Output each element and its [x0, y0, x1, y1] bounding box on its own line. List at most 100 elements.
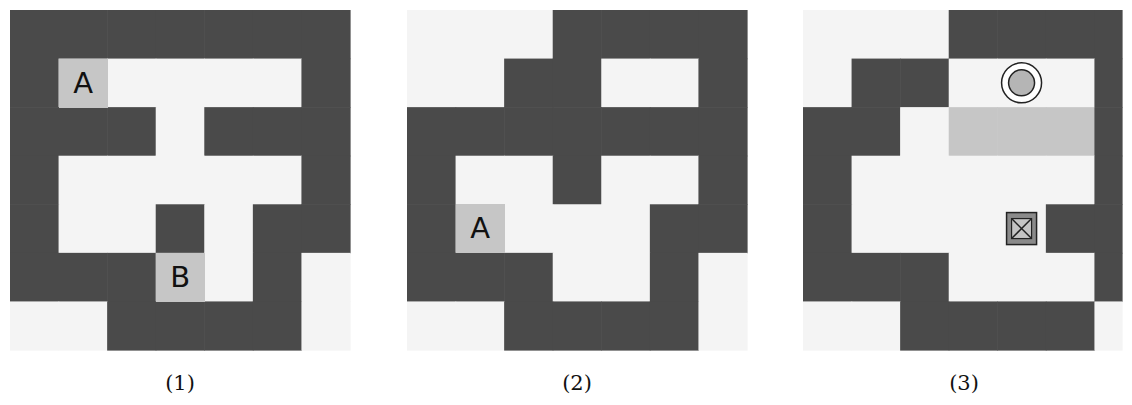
- floor-cell: [204, 253, 253, 302]
- wall-cell: [852, 253, 901, 302]
- wall-cell: [698, 59, 747, 108]
- floor-cell: [504, 204, 553, 253]
- wall-cell: [1094, 204, 1122, 253]
- wall-cell: [852, 59, 901, 108]
- wall-cell: [803, 253, 852, 302]
- floor-cell: [1046, 253, 1095, 302]
- wall-cell: [650, 107, 699, 156]
- wall-cell: [253, 253, 302, 302]
- floor-cell: [10, 301, 59, 350]
- wall-cell: [156, 10, 205, 59]
- floor-cell: [59, 156, 108, 205]
- wall-cell: [601, 107, 650, 156]
- wall-cell: [852, 107, 901, 156]
- floor-cell: [852, 301, 901, 350]
- floor-cell: [456, 156, 505, 205]
- box-frame: [1007, 213, 1037, 245]
- goal-disc: [1009, 70, 1035, 96]
- floor-cell: [803, 59, 852, 108]
- wall-cell: [553, 156, 602, 205]
- wall-cell: [803, 204, 852, 253]
- floor-cell: [949, 253, 998, 302]
- wall-cell: [553, 59, 602, 108]
- wall-cell: [504, 253, 553, 302]
- floor-cell: [601, 204, 650, 253]
- wall-cell: [553, 301, 602, 350]
- floor-cell: [553, 204, 602, 253]
- floor-cell: [900, 10, 949, 59]
- floor-cell: [803, 301, 852, 350]
- panel-caption: (2): [562, 373, 592, 394]
- box-symbol: [1007, 213, 1037, 245]
- floor-cell: [504, 156, 553, 205]
- wall-cell: [301, 204, 350, 253]
- floor-cell: [698, 253, 747, 302]
- wall-cell: [407, 204, 456, 253]
- wall-cell: [456, 107, 505, 156]
- wall-cell: [1094, 156, 1122, 205]
- floor-cell: [156, 156, 205, 205]
- wall-cell: [900, 59, 949, 108]
- wall-cell: [407, 156, 456, 205]
- gray-band-cell: [949, 107, 998, 156]
- floor-cell: [407, 10, 456, 59]
- wall-cell: [1094, 10, 1122, 59]
- marked-cell: A: [456, 204, 505, 253]
- wall-cell: [1094, 253, 1122, 302]
- wall-cell: [997, 301, 1046, 350]
- panel-caption: (3): [949, 373, 979, 394]
- wall-cell: [253, 10, 302, 59]
- marked-cell: B: [156, 253, 205, 302]
- wall-cell: [107, 107, 156, 156]
- wall-cell: [698, 156, 747, 205]
- wall-cell: [10, 253, 59, 302]
- floor-cell: [601, 156, 650, 205]
- wall-cell: [107, 301, 156, 350]
- floor-cell: [900, 204, 949, 253]
- wall-cell: [504, 59, 553, 108]
- floor-cell: [698, 301, 747, 350]
- wall-cell: [1094, 59, 1122, 108]
- wall-cell: [698, 10, 747, 59]
- wall-cell: [407, 253, 456, 302]
- wall-cell: [553, 107, 602, 156]
- wall-cell: [949, 301, 998, 350]
- floor-cell: [456, 59, 505, 108]
- floor-cell: [852, 156, 901, 205]
- floor-cell: [156, 107, 205, 156]
- floor-cell: [59, 301, 108, 350]
- floor-cell: [650, 59, 699, 108]
- floor-cell: [59, 59, 108, 108]
- wall-cell: [650, 10, 699, 59]
- wall-cell: [553, 10, 602, 59]
- floor-cell: [107, 156, 156, 205]
- wall-cell: [504, 301, 553, 350]
- wall-cell: [803, 107, 852, 156]
- floor-cell: [456, 10, 505, 59]
- gray-band-cell: [1046, 107, 1095, 156]
- goal-ring: [1002, 63, 1042, 103]
- wall-cell: [10, 59, 59, 108]
- floor-cell: [253, 59, 302, 108]
- box-panel: [1012, 219, 1032, 239]
- wall-cell: [301, 156, 350, 205]
- wall-cell: [253, 301, 302, 350]
- wall-cell: [59, 10, 108, 59]
- floor-cell: [253, 156, 302, 205]
- wall-cell: [407, 107, 456, 156]
- wall-cell: [59, 107, 108, 156]
- floor-cell: [204, 204, 253, 253]
- wall-cell: [997, 10, 1046, 59]
- floor-cell: [456, 204, 505, 253]
- floor-cell: [301, 253, 350, 302]
- floor-cell: [1094, 301, 1122, 350]
- floor-cell: [601, 59, 650, 108]
- floor-cell: [407, 301, 456, 350]
- box-cross: [1012, 219, 1032, 239]
- cell-letter: A: [470, 214, 490, 243]
- wall-cell: [301, 10, 350, 59]
- floor-cell: [1046, 59, 1095, 108]
- wall-cell: [650, 253, 699, 302]
- wall-cell: [1046, 301, 1095, 350]
